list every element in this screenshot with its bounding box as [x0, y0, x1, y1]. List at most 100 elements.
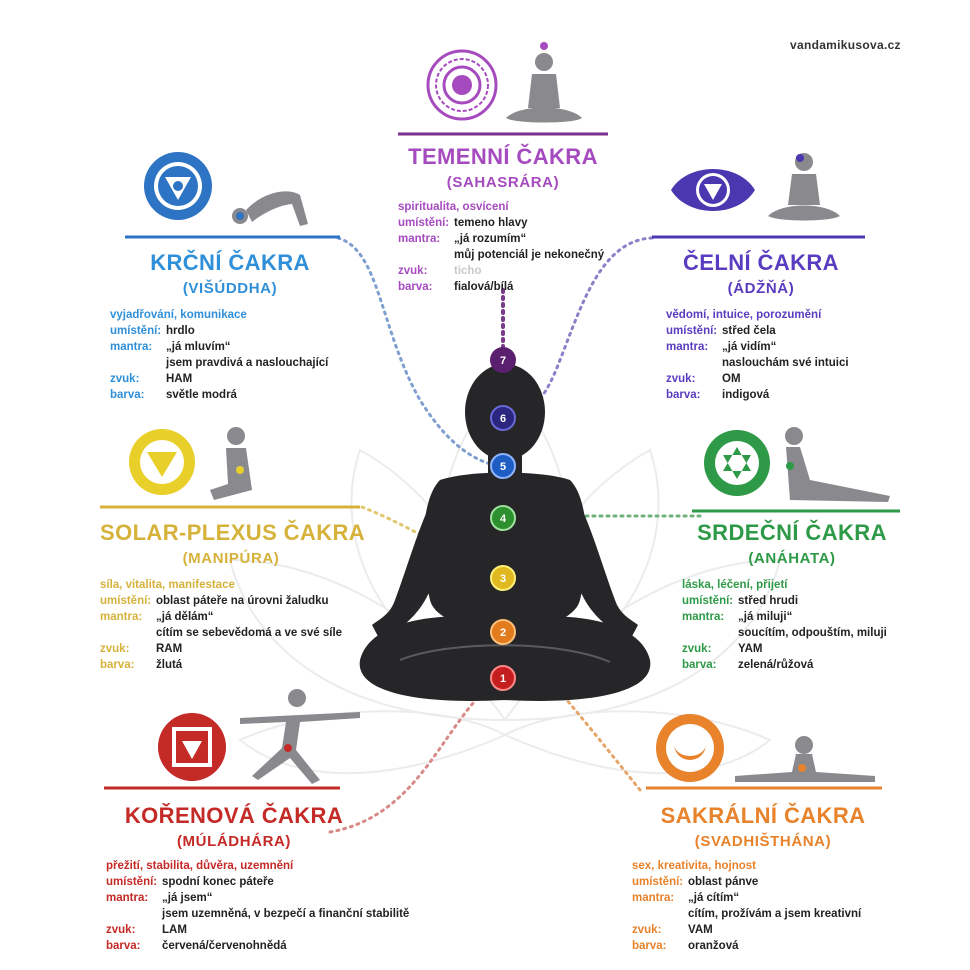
barva-label: barva: [110, 389, 145, 401]
chakra-info: vědomí, intuice, porozumění umístění:stř… [666, 307, 906, 403]
sacral-chakra-icon [656, 714, 724, 782]
umisteni-label: umístění: [682, 595, 734, 607]
chakra-keywords: přežití, stabilita, důvěra, uzemnění [106, 860, 294, 872]
chakra-keywords: vyjadřování, komunikace [110, 309, 247, 321]
mantra-affirmation: soucítím, odpouštím, miluji [738, 627, 887, 639]
chakra-keywords: láska, léčení, přijetí [682, 579, 788, 591]
chakra-info: sex, kreativita, hojnost umístění:oblast… [632, 858, 922, 954]
root-chakra-icon [158, 713, 226, 781]
barva-label: barva: [106, 940, 141, 952]
barva-value: oranžová [688, 940, 739, 952]
chakra-info: přežití, stabilita, důvěra, uzemnění umí… [106, 858, 446, 954]
site-url: vandamikusova.cz [790, 38, 901, 52]
chakra-sakralni: SAKRÁLNÍ ČAKRA (SVADHIŠTHÁNA) sex, kreat… [632, 803, 922, 954]
barva-value: žlutá [156, 659, 183, 671]
twist-pose-figure [210, 427, 252, 500]
chakra-keywords: sex, kreativita, hojnost [632, 860, 756, 872]
barva-label: barva: [666, 389, 701, 401]
chakra-subtitle: (VIŠÚDDHA) [182, 280, 278, 297]
spine-node-3: 3 [490, 565, 516, 591]
zvuk-value: HAM [166, 373, 193, 385]
barva-label: barva: [398, 281, 433, 293]
chakra-srdecni: SRDEČNÍ ČAKRA (ANÁHATA) láska, léčení, p… [682, 520, 922, 673]
chakra-krcni: KRČNÍ ČAKRA (VIŠÚDDHA) vyjadřování, komu… [110, 250, 360, 403]
umisteni-value: temeno hlavy [454, 217, 528, 229]
umisteni-value: spodní konec páteře [162, 876, 274, 888]
zvuk-value: VAM [688, 924, 713, 936]
mantra-value: „já miluji“ [738, 611, 793, 623]
barva-value: zelená/růžová [738, 659, 814, 671]
section-rules [100, 132, 900, 790]
wide-leg-pose-figure [735, 736, 875, 782]
zvuk-label: zvuk: [682, 643, 712, 655]
svg-text:6: 6 [500, 413, 506, 425]
mantra-affirmation: naslouchám své intuici [722, 357, 849, 369]
chakra-title: SRDEČNÍ ČAKRA [697, 520, 887, 545]
throat-chakra-icon [144, 152, 212, 220]
mantra-label: mantra: [682, 611, 725, 623]
zvuk-value: RAM [156, 643, 183, 655]
connector-krcni [336, 236, 500, 468]
mantra-value: „já dělám“ [156, 611, 214, 623]
cobra-pose-figure [785, 427, 890, 502]
umisteni-label: umístění: [398, 217, 450, 229]
throat-dot [236, 212, 244, 220]
mantra-affirmation: jsem pravdivá a naslouchající [166, 357, 329, 369]
chakra-korenova: KOŘENOVÁ ČAKRA (MÚLÁDHÁRA) přežití, stab… [106, 803, 446, 954]
spine-nodes: 7 6 5 4 3 2 1 [490, 347, 516, 691]
svg-text:2: 2 [500, 627, 506, 639]
leg-highlight [399, 644, 611, 663]
svg-text:5: 5 [500, 461, 506, 473]
chakra-subtitle: (MANIPÚRA) [182, 550, 280, 567]
lotus-pose-figure [506, 53, 582, 123]
zvuk-value: YAM [738, 643, 763, 655]
chakra-title: SOLAR-PLEXUS ČAKRA [100, 520, 366, 545]
mantra-value: „já cítím“ [688, 892, 740, 904]
chakra-title: TEMENNÍ ČAKRA [408, 144, 598, 169]
svg-text:1: 1 [500, 673, 506, 685]
umisteni-label: umístění: [666, 325, 718, 337]
svg-text:3: 3 [500, 573, 506, 585]
barva-value: světle modrá [166, 389, 237, 401]
zvuk-value: OM [722, 373, 741, 385]
umisteni-label: umístění: [100, 595, 152, 607]
spine-node-1: 1 [490, 665, 516, 691]
heart-dot [786, 462, 794, 470]
heart-chakra-icon [704, 430, 770, 496]
mantra-label: mantra: [666, 341, 709, 353]
chakra-subtitle: (SVADHIŠTHÁNA) [694, 833, 832, 850]
bridge-pose-figure [232, 191, 308, 226]
barva-value: indigová [722, 389, 770, 401]
chakra-solar: SOLAR-PLEXUS ČAKRA (MANIPÚRA) síla, vita… [100, 520, 370, 673]
chakra-keywords: spiritualita, osvícení [398, 201, 509, 213]
barva-label: barva: [632, 940, 667, 952]
connector-sakralni [513, 638, 642, 792]
third-eye-chakra-icon [671, 169, 755, 211]
chakra-subtitle: (MÚLÁDHÁRA) [176, 833, 292, 850]
mantra-value: „já vidím“ [722, 341, 777, 353]
barva-label: barva: [100, 659, 135, 671]
umisteni-value: hrdlo [166, 325, 195, 337]
umisteni-value: střed čela [722, 325, 776, 337]
root-dot [284, 744, 292, 752]
barva-label: barva: [682, 659, 717, 671]
chakra-subtitle: (ANÁHATA) [748, 550, 836, 567]
mantra-affirmation: jsem uzemněná, v bezpečí a finanční stab… [162, 908, 410, 920]
umisteni-label: umístění: [632, 876, 684, 888]
svg-text:4: 4 [500, 513, 507, 525]
crown-dot [540, 42, 548, 50]
spine-node-2: 2 [490, 619, 516, 645]
zvuk-label: zvuk: [632, 924, 662, 936]
chakra-info: spiritualita, osvícení umístění: temeno h… [398, 199, 638, 295]
zvuk-label: zvuk: [398, 265, 428, 277]
crown-chakra-icon [426, 49, 498, 121]
mantra-affirmation: cítím, prožívám a jsem kreativní [688, 908, 862, 920]
barva-value: červená/červenohnědá [162, 940, 287, 952]
warrior-pose-figure [240, 689, 360, 784]
zvuk-label: zvuk: [666, 373, 696, 385]
brow-dot [796, 154, 804, 162]
spine-node-7: 7 [490, 347, 516, 373]
solar-dot [236, 466, 244, 474]
